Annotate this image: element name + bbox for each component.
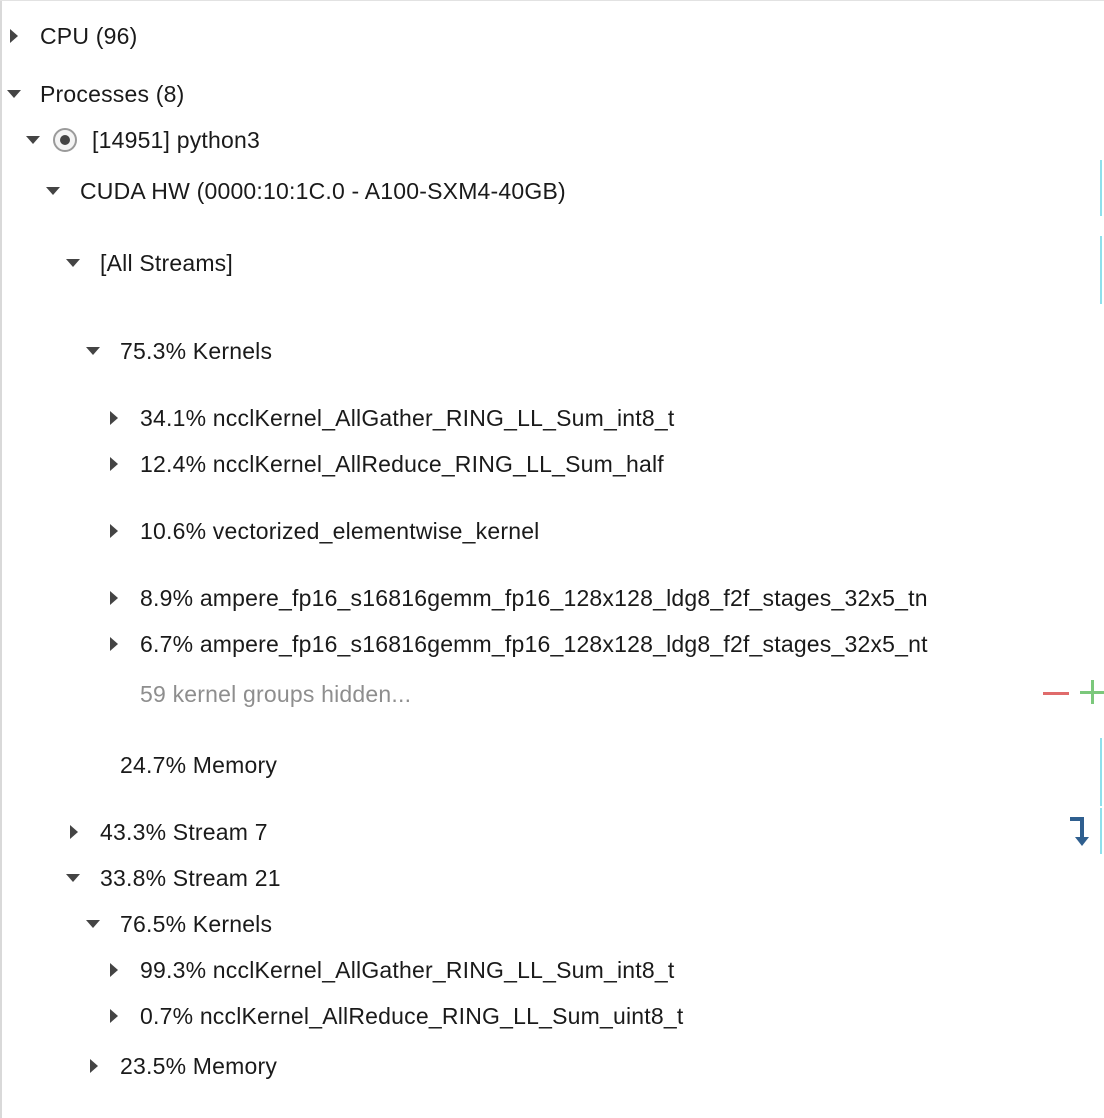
tree-row-kernel[interactable]: 34.1% ncclKernel_AllGather_RING_LL_Sum_i… [0, 401, 1060, 435]
tree-label-kernel: 8.9% ampere_fp16_s16816gemm_fp16_128x128… [140, 584, 928, 611]
tree-label-kernel: 10.6% vectorized_elementwise_kernel [140, 517, 540, 544]
tree-row-hidden-groups: 59 kernel groups hidden... [0, 677, 1000, 711]
timeline-edge-marker [1100, 160, 1102, 216]
tree-row-kernel[interactable]: 0.7% ncclKernel_AllReduce_RING_LL_Sum_ui… [0, 999, 1060, 1033]
triangle-right-icon[interactable] [110, 411, 118, 425]
triangle-down-icon[interactable] [46, 187, 60, 195]
tree-row-kernel[interactable]: 10.6% vectorized_elementwise_kernel [0, 514, 1060, 548]
tree-row-all-streams[interactable]: [All Streams] [0, 246, 1060, 280]
hidden-groups-label: 59 kernel groups hidden... [140, 680, 412, 707]
timeline-edge-marker [1100, 738, 1102, 806]
tree-label-kernel: 6.7% ampere_fp16_s16816gemm_fp16_128x128… [140, 630, 928, 657]
tree-row-cpu[interactable]: CPU (96) [0, 19, 1060, 53]
triangle-down-icon[interactable] [86, 347, 100, 355]
tree-row-process[interactable]: [14951] python3 [0, 123, 1060, 157]
tree-row-kernel[interactable]: 8.9% ampere_fp16_s16816gemm_fp16_128x128… [0, 581, 1060, 615]
tree-row-kernels[interactable]: 75.3% Kernels [0, 334, 1060, 368]
tree-label-stream-7: 43.3% Stream 7 [100, 818, 268, 845]
tree-row-processes[interactable]: Processes (8) [0, 77, 1060, 111]
tree-label-kernel: 34.1% ncclKernel_AllGather_RING_LL_Sum_i… [140, 404, 675, 431]
tree-label-cuda-hw: CUDA HW (0000:10:1C.0 - A100-SXM4-40GB) [80, 177, 566, 204]
triangle-down-icon[interactable] [7, 90, 21, 98]
tree-label-kernel: 0.7% ncclKernel_AllReduce_RING_LL_Sum_ui… [140, 1002, 684, 1029]
timeline-edge-marker [1100, 808, 1102, 854]
triangle-down-icon[interactable] [26, 136, 40, 144]
panel-left-border [0, 0, 2, 1118]
triangle-right-icon[interactable] [110, 1009, 118, 1023]
tree-row-memory[interactable]: 24.7% Memory [0, 748, 1060, 782]
triangle-down-icon[interactable] [66, 874, 80, 882]
tree-row-cuda-hw[interactable]: CUDA HW (0000:10:1C.0 - A100-SXM4-40GB) [0, 174, 1060, 208]
tree-row-stream-21[interactable]: 33.8% Stream 21 [0, 861, 1060, 895]
tree-label-kernel: 99.3% ncclKernel_AllGather_RING_LL_Sum_i… [140, 956, 675, 983]
tree-row-stream21-kernels[interactable]: 76.5% Kernels [0, 907, 1060, 941]
triangle-right-icon[interactable] [90, 1059, 98, 1073]
tree-row-kernel[interactable]: 99.3% ncclKernel_AllGather_RING_LL_Sum_i… [0, 953, 1060, 987]
triangle-down-icon[interactable] [66, 259, 80, 267]
tree-row-kernel[interactable]: 6.7% ampere_fp16_s16816gemm_fp16_128x128… [0, 627, 1060, 661]
tree-label-stream-21: 33.8% Stream 21 [100, 864, 281, 891]
tree-label-stream21-memory: 23.5% Memory [120, 1052, 278, 1079]
tree-label-stream21-kernels: 76.5% Kernels [120, 910, 273, 937]
jump-down-icon[interactable] [1068, 815, 1094, 849]
tree-label-process: [14951] python3 [92, 126, 260, 153]
triangle-down-icon[interactable] [86, 920, 100, 928]
triangle-right-icon[interactable] [110, 963, 118, 977]
tree-label-kernels: 75.3% Kernels [120, 337, 273, 364]
radio-selected-icon[interactable] [53, 128, 77, 152]
triangle-right-icon[interactable] [110, 637, 118, 651]
tree-label-processes: Processes (8) [40, 80, 185, 107]
tree-row-kernel[interactable]: 12.4% ncclKernel_AllReduce_RING_LL_Sum_h… [0, 447, 1060, 481]
tree-label-kernel: 12.4% ncclKernel_AllReduce_RING_LL_Sum_h… [140, 450, 664, 477]
tree-label-memory: 24.7% Memory [120, 751, 278, 778]
triangle-right-icon[interactable] [110, 524, 118, 538]
timeline-edge-marker [1100, 236, 1102, 304]
triangle-right-icon[interactable] [110, 457, 118, 471]
tree-label-cpu: CPU (96) [40, 22, 138, 49]
tree-label-all-streams: [All Streams] [100, 249, 233, 276]
panel-top-border [0, 0, 1104, 1]
triangle-right-icon[interactable] [70, 825, 78, 839]
minus-icon[interactable] [1043, 692, 1069, 695]
plus-icon[interactable] [1080, 680, 1104, 704]
triangle-right-icon[interactable] [110, 591, 118, 605]
tree-row-stream21-memory[interactable]: 23.5% Memory [0, 1049, 1060, 1083]
triangle-right-icon[interactable] [10, 29, 18, 43]
tree-row-stream-7[interactable]: 43.3% Stream 7 [0, 815, 1050, 849]
